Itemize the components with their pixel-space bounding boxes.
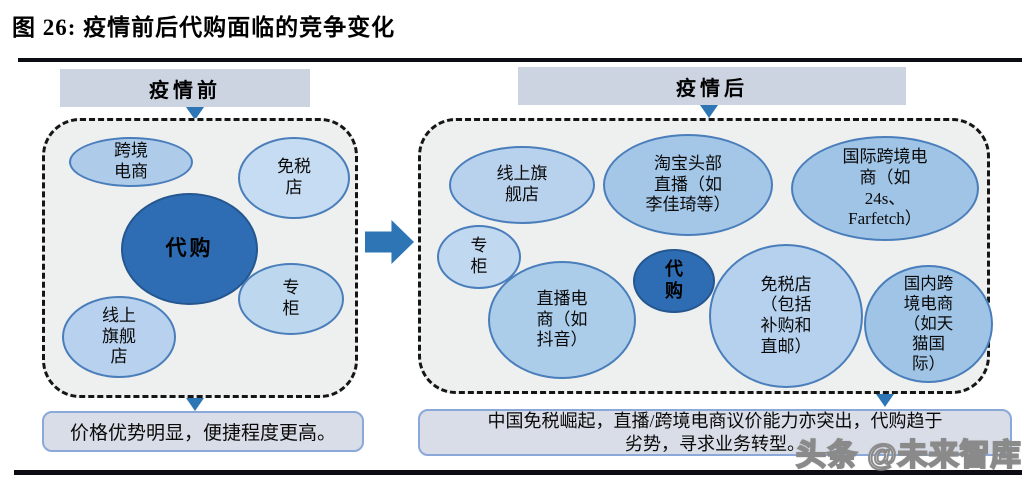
before-header: 疫情前 [60, 69, 310, 107]
down-arrow-icon [700, 105, 718, 118]
bubble-livestream-ecommerce: 直播电 商（如 抖音） [488, 261, 636, 379]
bubble-taobao-livestream: 淘宝头部 直播（如 李佳琦等） [603, 134, 773, 236]
after-panel: 线上旗 舰店 淘宝头部 直播（如 李佳琦等） 国际跨境电 商（如 24s、 Fa… [418, 118, 993, 394]
top-rule [18, 58, 1022, 62]
bubble-domestic-cross-border-ecommerce: 国内跨 境电商 （如天 猫国 际） [864, 265, 993, 383]
figure-title: 图 26: 疫情前后代购面临的竞争变化 [12, 15, 396, 40]
after-header: 疫情后 [518, 67, 906, 105]
bubble-online-flagship: 线上 旗舰 店 [62, 296, 176, 378]
right-arrow-icon [365, 220, 414, 264]
bubble-cross-border-ecommerce: 跨境 电商 [69, 137, 193, 187]
down-arrow-icon [876, 394, 894, 407]
bottom-rule [14, 470, 1022, 475]
bubble-duty-free: 免税 店 [238, 137, 350, 219]
before-caption: 价格优势明显，便捷程度更高。 [42, 411, 364, 452]
down-arrow-icon [186, 398, 204, 411]
bubble-intl-cross-border-ecommerce: 国际跨境电 商（如 24s、 Farfetch） [791, 136, 979, 241]
bubble-online-flagship-after: 线上旗 舰店 [449, 146, 595, 224]
bubble-daigou-after: 代 购 [633, 249, 715, 313]
after-caption: 中国免税崛起，直播/跨境电商议价能力亦突出，代购趋于 劣势，寻求业务转型。 [418, 409, 1012, 456]
before-panel: 跨境 电商 免税 店 代购 专 柜 线上 旗舰 店 [42, 118, 358, 398]
bubble-counter-after: 专 柜 [437, 225, 521, 289]
down-arrow-icon [186, 107, 204, 120]
bubble-counter: 专 柜 [238, 263, 344, 335]
bubble-duty-free-after: 免税店 （包括 补购和 直邮） [709, 244, 863, 388]
toutiao-watermark: 头条 @未来智库 [795, 438, 1022, 473]
bubble-daigou: 代购 [121, 193, 258, 305]
